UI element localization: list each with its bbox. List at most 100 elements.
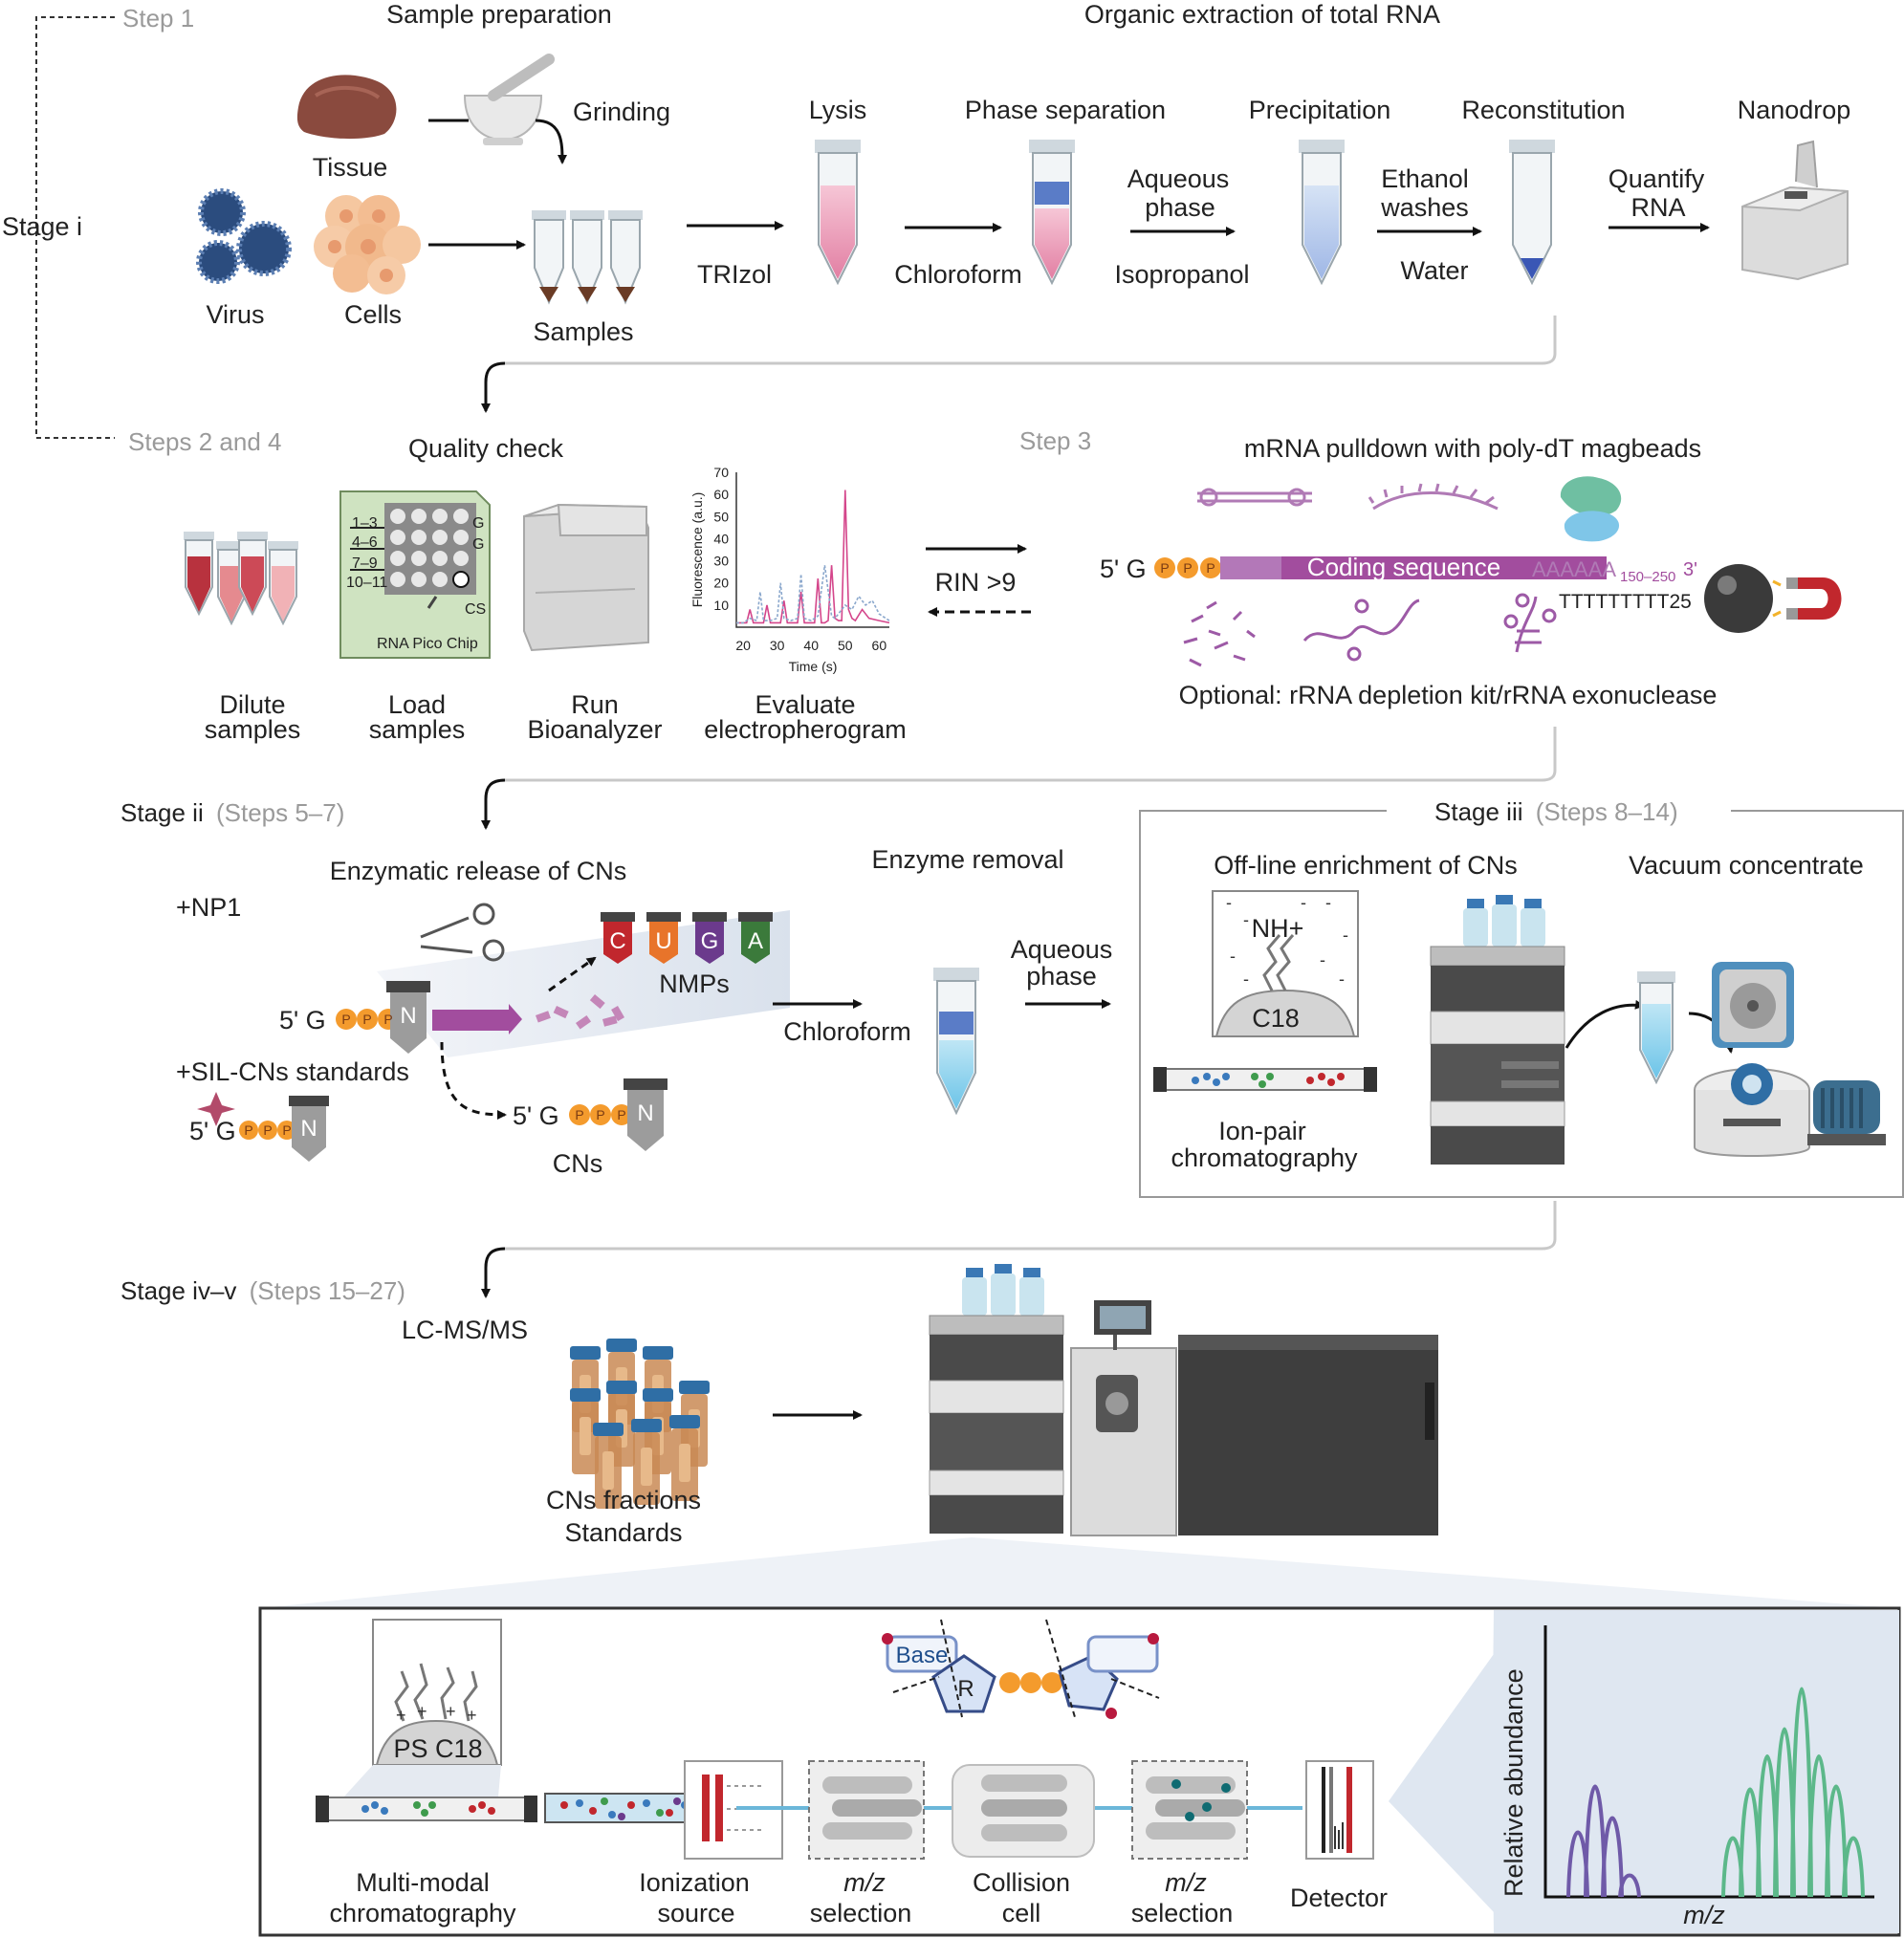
cns-label: CNs bbox=[553, 1149, 603, 1178]
evaluate-label-2: electropherogram bbox=[704, 715, 907, 744]
tissue-label: Tissue bbox=[313, 153, 388, 182]
enzymatic-title: Enzymatic release of CNs bbox=[330, 857, 627, 885]
sample-prep-title: Sample preparation bbox=[386, 0, 612, 29]
collision-cell-icon bbox=[952, 1764, 1095, 1858]
rna-pico-chip-icon bbox=[339, 490, 491, 659]
offline-title: Off-line enrichment of CNs bbox=[1214, 851, 1518, 880]
n-label: N bbox=[300, 1116, 317, 1142]
r-label: R bbox=[957, 1676, 974, 1702]
svg-text:+: + bbox=[417, 1702, 427, 1721]
aqueous-label-1: Aqueous bbox=[1127, 164, 1230, 193]
vacuum-concentrator-icon bbox=[1694, 962, 1810, 1157]
p-label: P bbox=[1160, 560, 1169, 576]
nmp-flag-a: A bbox=[738, 912, 773, 964]
y-tick-label: 10 bbox=[713, 598, 729, 613]
stage-ii-label: Stage ii bbox=[120, 798, 204, 827]
labels: Step 1 Stage i Steps 2 and 4 Step 3 Stag… bbox=[2, 0, 1864, 1929]
nh-label: NH+ bbox=[1252, 914, 1304, 943]
sample-vials-icon bbox=[570, 1339, 710, 1509]
series-line-1 bbox=[736, 490, 890, 624]
dilute-label-2: samples bbox=[205, 715, 301, 744]
rna-fragments-icon bbox=[536, 994, 625, 1030]
dilute-tubes-icon bbox=[184, 532, 298, 626]
stage-iii-label: Stage iii bbox=[1434, 797, 1523, 826]
p-label-s2: P bbox=[341, 1012, 350, 1027]
five-prime-g: 5' G bbox=[1100, 555, 1147, 583]
multimodal-label-1: Multi-modal bbox=[356, 1868, 490, 1897]
chip-g1: G bbox=[472, 515, 484, 532]
x-axis-label: Time (s) bbox=[789, 659, 838, 674]
coding-sequence-label: Coding sequence bbox=[1307, 553, 1500, 581]
mz-selection-2-icon bbox=[1131, 1760, 1248, 1860]
ethanol-label-1: Ethanol bbox=[1381, 164, 1469, 193]
mrna-pulldown bbox=[481, 476, 1842, 830]
precipitation-label: Precipitation bbox=[1249, 96, 1391, 124]
n-label: N bbox=[637, 1100, 653, 1126]
vacuum-title: Vacuum concentrate bbox=[1629, 851, 1864, 880]
load-label-1: Load bbox=[388, 690, 446, 719]
lysis-label: Lysis bbox=[809, 96, 867, 124]
np1-label: +NP1 bbox=[176, 893, 241, 922]
stage-iii-steps: (Steps 8–14) bbox=[1536, 797, 1678, 826]
protein-icon bbox=[1560, 476, 1622, 542]
multimodal-label-2: chromatography bbox=[329, 1899, 516, 1927]
nmps-label: NMPs bbox=[659, 969, 730, 998]
load-label-2: samples bbox=[369, 715, 466, 744]
virus-icon bbox=[196, 188, 292, 284]
svg-text:Stage iii (Steps 8–14): Stage iii (Steps 8–14) bbox=[1434, 797, 1678, 826]
c18-label: C18 bbox=[1252, 1004, 1300, 1033]
pulldown-title: mRNA pulldown with poly-dT magbeads bbox=[1244, 434, 1701, 463]
mz-selection-label-2b: selection bbox=[1131, 1899, 1234, 1927]
mz-selection-1-icon bbox=[808, 1760, 925, 1860]
svg-text:-: - bbox=[1339, 969, 1345, 989]
svg-text:+: + bbox=[396, 1706, 406, 1725]
nmp-flag-g: G bbox=[692, 912, 727, 964]
evaluate-label-1: Evaluate bbox=[755, 690, 855, 719]
y-axis-label: Fluorescence (a.u.) bbox=[689, 492, 705, 608]
chart-axes bbox=[735, 472, 889, 628]
aqueous-label-2: phase bbox=[1145, 193, 1215, 222]
tissue-icon bbox=[296, 75, 397, 140]
bioanalyzer-icon bbox=[523, 503, 649, 652]
vacuum-pump-icon bbox=[1807, 1080, 1886, 1145]
cn-cap-structure bbox=[336, 981, 522, 1054]
enzyme-removal-title: Enzyme removal bbox=[871, 845, 1063, 874]
mz-selection-label-1a: m/z bbox=[843, 1868, 886, 1897]
hplc-system-icon bbox=[1430, 895, 1565, 1165]
water-label: Water bbox=[1400, 256, 1468, 285]
enzyme-removal-tube-icon bbox=[933, 968, 979, 1116]
cn-product-icon bbox=[569, 1078, 667, 1151]
three-prime-label: 3' bbox=[1683, 559, 1697, 580]
nanodrop-label: Nanodrop bbox=[1738, 96, 1851, 124]
quality-check-title: Quality check bbox=[408, 434, 564, 463]
y-tick-label: 60 bbox=[713, 487, 729, 502]
grinding-label: Grinding bbox=[573, 98, 670, 126]
detector-label: Detector bbox=[1290, 1884, 1388, 1912]
p-label-s2: P bbox=[263, 1122, 272, 1138]
nmp-letter: G bbox=[701, 928, 719, 954]
detector-icon bbox=[1305, 1760, 1374, 1860]
ion-pair-column-icon bbox=[1153, 1067, 1377, 1092]
svg-text:-: - bbox=[1320, 950, 1325, 969]
mass-spectrum bbox=[1543, 1625, 1874, 1899]
ionpair-label-2: chromatography bbox=[1171, 1143, 1358, 1172]
p-label-s2: P bbox=[244, 1122, 252, 1138]
ionization-label-2: source bbox=[657, 1899, 734, 1927]
p-label-s2: P bbox=[383, 1012, 392, 1027]
chip-row-2: 4–6 bbox=[352, 534, 378, 551]
chip-row-1: 1–3 bbox=[352, 515, 378, 532]
phase-separation-tube-icon bbox=[1029, 140, 1075, 286]
x-tick-label: 20 bbox=[735, 638, 751, 653]
stage-iv-v-label: Stage iv–v bbox=[120, 1276, 236, 1305]
sil-label: +SIL-CNs standards bbox=[176, 1057, 409, 1086]
svg-text:-: - bbox=[1226, 893, 1232, 912]
mz-selection-label-1b: selection bbox=[810, 1899, 912, 1927]
y-tick-label: 50 bbox=[713, 509, 729, 524]
chip-g2: G bbox=[472, 536, 484, 553]
x-tick-label: 60 bbox=[872, 638, 887, 653]
svg-text:+: + bbox=[467, 1706, 477, 1725]
svg-text:Stage iv–v (Steps 15–27): Stage iv–v (Steps 15–27) bbox=[120, 1276, 405, 1305]
